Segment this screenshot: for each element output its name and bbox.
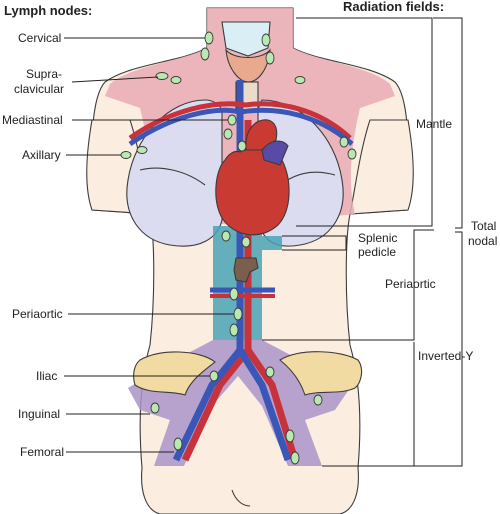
- header-lymph-nodes: Lymph nodes:: [4, 3, 92, 18]
- crotch-line: [231, 489, 251, 507]
- node-mediastinal-3: [237, 140, 247, 152]
- label-axillary: Axillary: [22, 148, 61, 162]
- label-mediastinal: Mediastinal: [2, 113, 63, 127]
- node-axillary-2: [136, 146, 148, 154]
- label-inverted-y: Inverted-Y: [418, 349, 473, 363]
- left-pelvis: [133, 351, 216, 396]
- node-cervical-4: [265, 51, 275, 65]
- label-mantle: Mantle: [416, 117, 452, 131]
- node-cervical-3: [261, 33, 271, 47]
- right-pelvis: [279, 351, 363, 396]
- header-radiation-fields: Radiation fields:: [343, 0, 444, 14]
- node-axillary-1: [120, 151, 132, 159]
- node-periaortic-2: [233, 307, 243, 321]
- label-splenic-2: pedicle: [358, 245, 396, 259]
- bracket-total-nodal-lower: [322, 231, 463, 467]
- node-mediastinal-2: [223, 128, 233, 140]
- lymph-node-group: [120, 31, 357, 465]
- node-inguinal-1: [150, 402, 160, 414]
- node-femoral-1: [173, 437, 183, 451]
- label-femoral: Femoral: [20, 445, 64, 459]
- node-femoral-3: [290, 451, 300, 465]
- node-iliac-1: [209, 370, 219, 382]
- node-supraclav-2: [170, 76, 182, 84]
- bracket-total-nodal: [433, 17, 463, 229]
- label-inguinal: Inguinal: [18, 407, 60, 421]
- label-total-2: nodal: [468, 234, 497, 248]
- leader-supraclavicular: [71, 76, 159, 83]
- label-periaortic-field: Periaortic: [385, 277, 436, 291]
- label-total-1: Total: [471, 219, 496, 233]
- node-periaortic-3: [229, 323, 239, 337]
- pulmonary-trunk: [261, 140, 289, 166]
- label-iliac: Iliac: [36, 369, 57, 383]
- node-splenic-2: [241, 236, 251, 248]
- bracket-periaortic: [262, 229, 434, 341]
- node-cervical-1: [204, 31, 214, 45]
- label-supraclavicular-1: Supra-: [26, 67, 62, 81]
- label-cervical: Cervical: [18, 31, 61, 45]
- node-cervical-2: [200, 47, 210, 61]
- node-iliac-2: [265, 366, 275, 378]
- node-axillary-4: [347, 148, 357, 160]
- label-splenic-1: Splenic: [358, 231, 397, 245]
- label-supraclavicular-2: clavicular: [14, 82, 64, 96]
- subclavian-artery: [128, 101, 352, 141]
- lung-fissure-left: [139, 167, 206, 186]
- thyroid: [221, 21, 271, 57]
- heart: [215, 147, 290, 236]
- node-axillary-3: [339, 136, 349, 148]
- subclavian-vein: [128, 107, 354, 147]
- label-periaortic-node: Periaortic: [12, 307, 63, 321]
- bracket-mantle: [296, 17, 433, 227]
- node-femoral-2: [285, 429, 295, 443]
- aortic-arch: [245, 119, 278, 151]
- node-periaortic-1: [229, 287, 239, 301]
- node-splenic-1: [221, 230, 231, 242]
- node-mediastinal-1: [227, 114, 237, 126]
- node-inguinal-2: [313, 394, 323, 406]
- bracket-splenic: [282, 235, 347, 251]
- node-supraclav-3: [294, 76, 306, 84]
- node-supraclav-1: [155, 72, 169, 80]
- larynx: [225, 48, 271, 83]
- vertebra: [233, 257, 259, 283]
